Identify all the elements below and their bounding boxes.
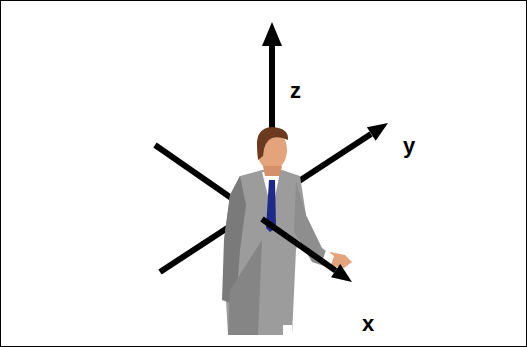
axis-label: z xyxy=(290,80,301,102)
x-arrowhead xyxy=(331,264,352,282)
man-figure xyxy=(222,127,352,335)
axis-label: x xyxy=(362,313,374,335)
axis-label: y xyxy=(403,135,415,157)
z-arrowhead xyxy=(262,22,282,46)
y-arrowhead xyxy=(367,123,388,141)
x-axis-front xyxy=(262,219,336,271)
z-axis xyxy=(269,42,275,132)
